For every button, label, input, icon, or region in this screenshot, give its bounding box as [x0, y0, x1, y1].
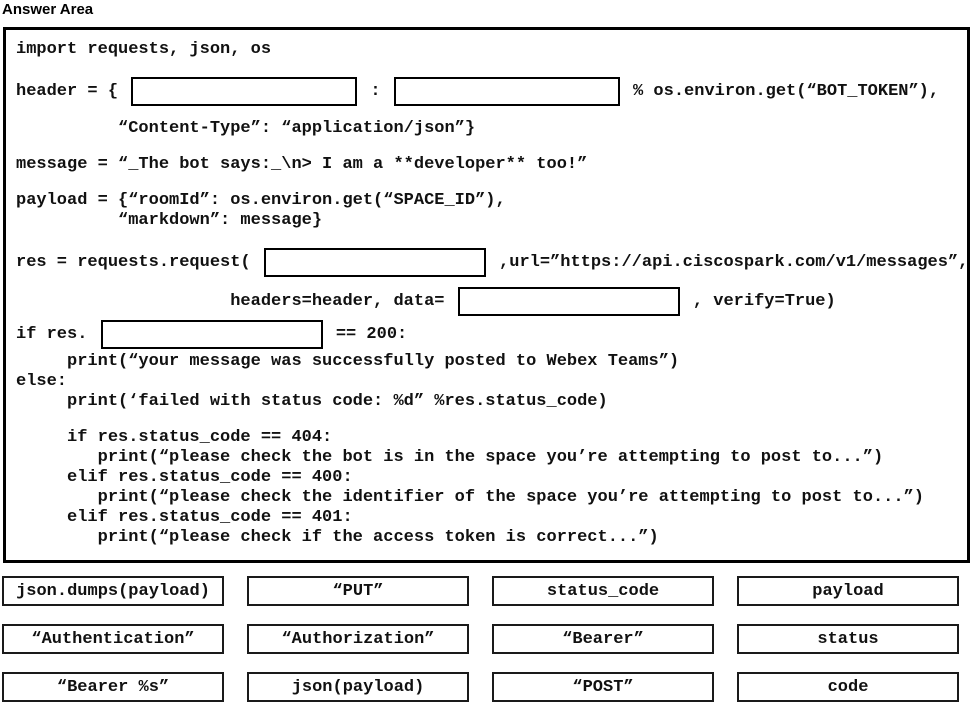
- answer-area-title: Answer Area: [2, 1, 94, 18]
- code-line-else: else:: [16, 371, 963, 391]
- code-line-if-response: if res. == 200:: [16, 318, 963, 351]
- code-line-message: message = “_The bot says:_\n> I am a **d…: [16, 154, 963, 174]
- code-text: payload = {“roomId”: os.environ.get(“SPA…: [16, 190, 506, 210]
- code-text: “markdown”: message}: [16, 210, 323, 230]
- code-panel: import requests, json, os header = { : %…: [3, 27, 970, 563]
- option-label: “POST”: [572, 677, 634, 697]
- code-text: print(“please check the bot is in the sp…: [16, 447, 884, 467]
- option-bearer[interactable]: “Bearer”: [492, 624, 714, 654]
- option-authentication[interactable]: “Authentication”: [2, 624, 224, 654]
- code-text: :: [360, 82, 391, 101]
- code-text: elif res.status_code == 401:: [16, 507, 353, 527]
- option-post[interactable]: “POST”: [492, 672, 714, 702]
- option-label: json.dumps(payload): [16, 581, 210, 601]
- option-label: “Authorization”: [281, 629, 435, 649]
- code-text: if res.status_code == 404:: [16, 427, 333, 447]
- code-text: if res.: [16, 325, 98, 344]
- code-text: % os.environ.get(“BOT_TOKEN”),: [622, 82, 940, 101]
- blank-request-method[interactable]: [263, 248, 486, 277]
- code-text: elif res.status_code == 400:: [16, 467, 353, 487]
- option-label: code: [827, 677, 869, 697]
- option-status[interactable]: status: [737, 624, 959, 654]
- code-text: header = {: [16, 82, 129, 101]
- option-label: json(payload): [291, 677, 425, 697]
- options-grid: json.dumps(payload) “PUT” status_code pa…: [2, 576, 973, 702]
- code-line-elif-400: elif res.status_code == 400:: [16, 467, 963, 487]
- code-text: == 200:: [325, 325, 408, 344]
- blank-response-attribute[interactable]: [100, 320, 323, 349]
- option-label: “Bearer”: [562, 629, 644, 649]
- code-text: headers=header, data=: [16, 292, 455, 311]
- blank-header-key[interactable]: [131, 77, 358, 106]
- code-text: else:: [16, 371, 68, 391]
- blank-header-value[interactable]: [393, 77, 620, 106]
- code-line-if-404: if res.status_code == 404:: [16, 427, 963, 447]
- option-label: “Bearer %s”: [56, 677, 170, 697]
- code-text: , verify=True): [682, 292, 836, 311]
- code-text: print(‘failed with status code: %d” %res…: [16, 391, 608, 411]
- code-line-print-404: print(“please check the bot is in the sp…: [16, 447, 963, 467]
- option-status-code[interactable]: status_code: [492, 576, 714, 606]
- option-payload[interactable]: payload: [737, 576, 959, 606]
- option-label: “Authentication”: [31, 629, 195, 649]
- option-authorization[interactable]: “Authorization”: [247, 624, 469, 654]
- option-label: status: [817, 629, 879, 649]
- option-label: “PUT”: [332, 581, 384, 601]
- code-line-request: res = requests.request( ,url=”https://ap…: [16, 246, 968, 279]
- code-text: res = requests.request(: [16, 253, 261, 272]
- code-text: print(“please check if the access token …: [16, 527, 659, 547]
- option-label: status_code: [546, 581, 660, 601]
- option-put[interactable]: “PUT”: [247, 576, 469, 606]
- code-text: “Content-Type”: “application/json”}: [16, 118, 476, 138]
- code-line-print-failed: print(‘failed with status code: %d” %res…: [16, 391, 963, 411]
- code-line-print-success: print(“your message was successfully pos…: [16, 351, 963, 371]
- blank-request-data[interactable]: [457, 287, 680, 316]
- code-line-content-type: “Content-Type”: “application/json”}: [16, 118, 963, 138]
- code-text: ,url=”https://api.ciscospark.com/v1/mess…: [488, 253, 969, 272]
- code-line-elif-401: elif res.status_code == 401:: [16, 507, 963, 527]
- code-text: print(“please check the identifier of th…: [16, 487, 924, 507]
- code-text: import requests, json, os: [16, 39, 272, 59]
- option-json-payload[interactable]: json(payload): [247, 672, 469, 702]
- code-line-header: header = { : % os.environ.get(“BOT_TOKEN…: [16, 75, 963, 108]
- code-text: print(“your message was successfully pos…: [16, 351, 680, 371]
- code-line-print-401: print(“please check if the access token …: [16, 527, 963, 547]
- option-label: payload: [812, 581, 884, 601]
- code-line-import: import requests, json, os: [16, 39, 963, 59]
- code-line-print-400: print(“please check the identifier of th…: [16, 487, 963, 507]
- option-json-dumps-payload[interactable]: json.dumps(payload): [2, 576, 224, 606]
- code-line-payload: payload = {“roomId”: os.environ.get(“SPA…: [16, 190, 963, 210]
- code-text: message = “_The bot says:_\n> I am a **d…: [16, 154, 588, 174]
- option-bearer-percent-s[interactable]: “Bearer %s”: [2, 672, 224, 702]
- code-line-request-args: headers=header, data= , verify=True): [16, 285, 963, 318]
- code-line-markdown: “markdown”: message}: [16, 210, 963, 230]
- option-code[interactable]: code: [737, 672, 959, 702]
